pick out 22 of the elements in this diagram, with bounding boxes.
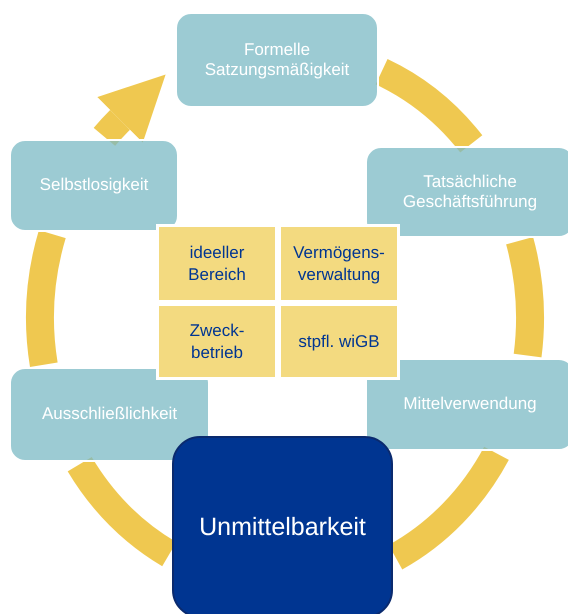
node-label: Unmittelbarkeit (199, 512, 366, 542)
grid-cell (278, 303, 400, 380)
node-label: Vermögens- verwaltung (292, 242, 386, 285)
rounded-box (9, 367, 210, 462)
node-label: Tatsächliche Geschäftsführung (402, 172, 538, 212)
node-label: Zweck- betrieb (188, 320, 246, 363)
rounded-box (175, 12, 379, 108)
node-label: Formelle Satzungsmäßigkeit (204, 40, 350, 80)
rounded-box (9, 139, 179, 232)
node-label: Mittelverwendung (403, 394, 537, 415)
rounded-box (172, 436, 393, 614)
node-label: Selbstlosigkeit (40, 175, 148, 196)
rounded-box (365, 146, 568, 238)
grid-cell (156, 303, 278, 380)
node-label: ideeller Bereich (187, 242, 247, 285)
node-label: Ausschließlichkeit (42, 404, 178, 425)
grid-cell (156, 224, 278, 303)
cycle-arc (506, 238, 544, 357)
cycle-arc (26, 230, 66, 366)
node-label: stpfl. wiGB (298, 330, 380, 352)
grid-cell (278, 224, 400, 303)
rounded-box (365, 358, 568, 451)
